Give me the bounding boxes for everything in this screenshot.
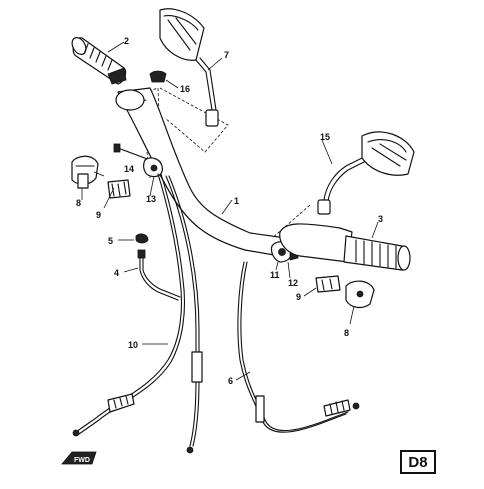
bolt-14 — [113, 143, 151, 161]
callout-11: 11 — [270, 270, 280, 280]
cable-10 — [72, 173, 185, 437]
callout-12: 12 — [288, 278, 298, 288]
cable-6 — [237, 261, 360, 433]
callout-5: 5 — [108, 236, 113, 246]
callout-13: 13 — [146, 194, 156, 204]
lever-holder-left — [143, 157, 163, 178]
left-grip — [71, 37, 127, 85]
left-connector — [107, 179, 131, 199]
leader-lines — [81, 41, 379, 381]
cable-4 — [137, 249, 181, 301]
callout-7: 7 — [224, 50, 229, 60]
callout-1: 1 — [234, 196, 239, 206]
fwd-label: FWD — [74, 457, 90, 464]
page-code: D8 — [408, 453, 428, 471]
cable-10-lower-branch — [165, 175, 203, 454]
left-switch — [71, 155, 99, 189]
handlebar — [115, 87, 287, 257]
callout-2: 2 — [124, 36, 129, 46]
callout-4: 4 — [114, 268, 119, 278]
right-mirror — [317, 131, 415, 215]
callout-10: 10 — [128, 340, 138, 350]
callout-numbers: 2 7 16 1 15 3 14 13 8 9 5 4 10 6 11 12 9… — [76, 36, 383, 386]
callout-3: 3 — [378, 214, 383, 224]
callout-9-left: 9 — [96, 210, 101, 220]
callout-14: 14 — [124, 164, 134, 174]
right-switch — [345, 280, 375, 309]
callout-8-right: 8 — [344, 328, 349, 338]
callout-6: 6 — [228, 376, 233, 386]
right-connector — [315, 275, 341, 293]
cap-16 — [149, 70, 167, 83]
fwd-arrow-badge: FWD — [61, 451, 97, 465]
clip-5 — [135, 233, 149, 244]
right-grip — [279, 223, 411, 271]
callout-8-left: 8 — [76, 198, 81, 208]
callout-15: 15 — [320, 132, 330, 142]
callout-16: 16 — [180, 84, 190, 94]
left-mirror — [159, 8, 219, 127]
page-code-badge: D8 — [400, 450, 436, 474]
callout-9-right: 9 — [296, 292, 301, 302]
